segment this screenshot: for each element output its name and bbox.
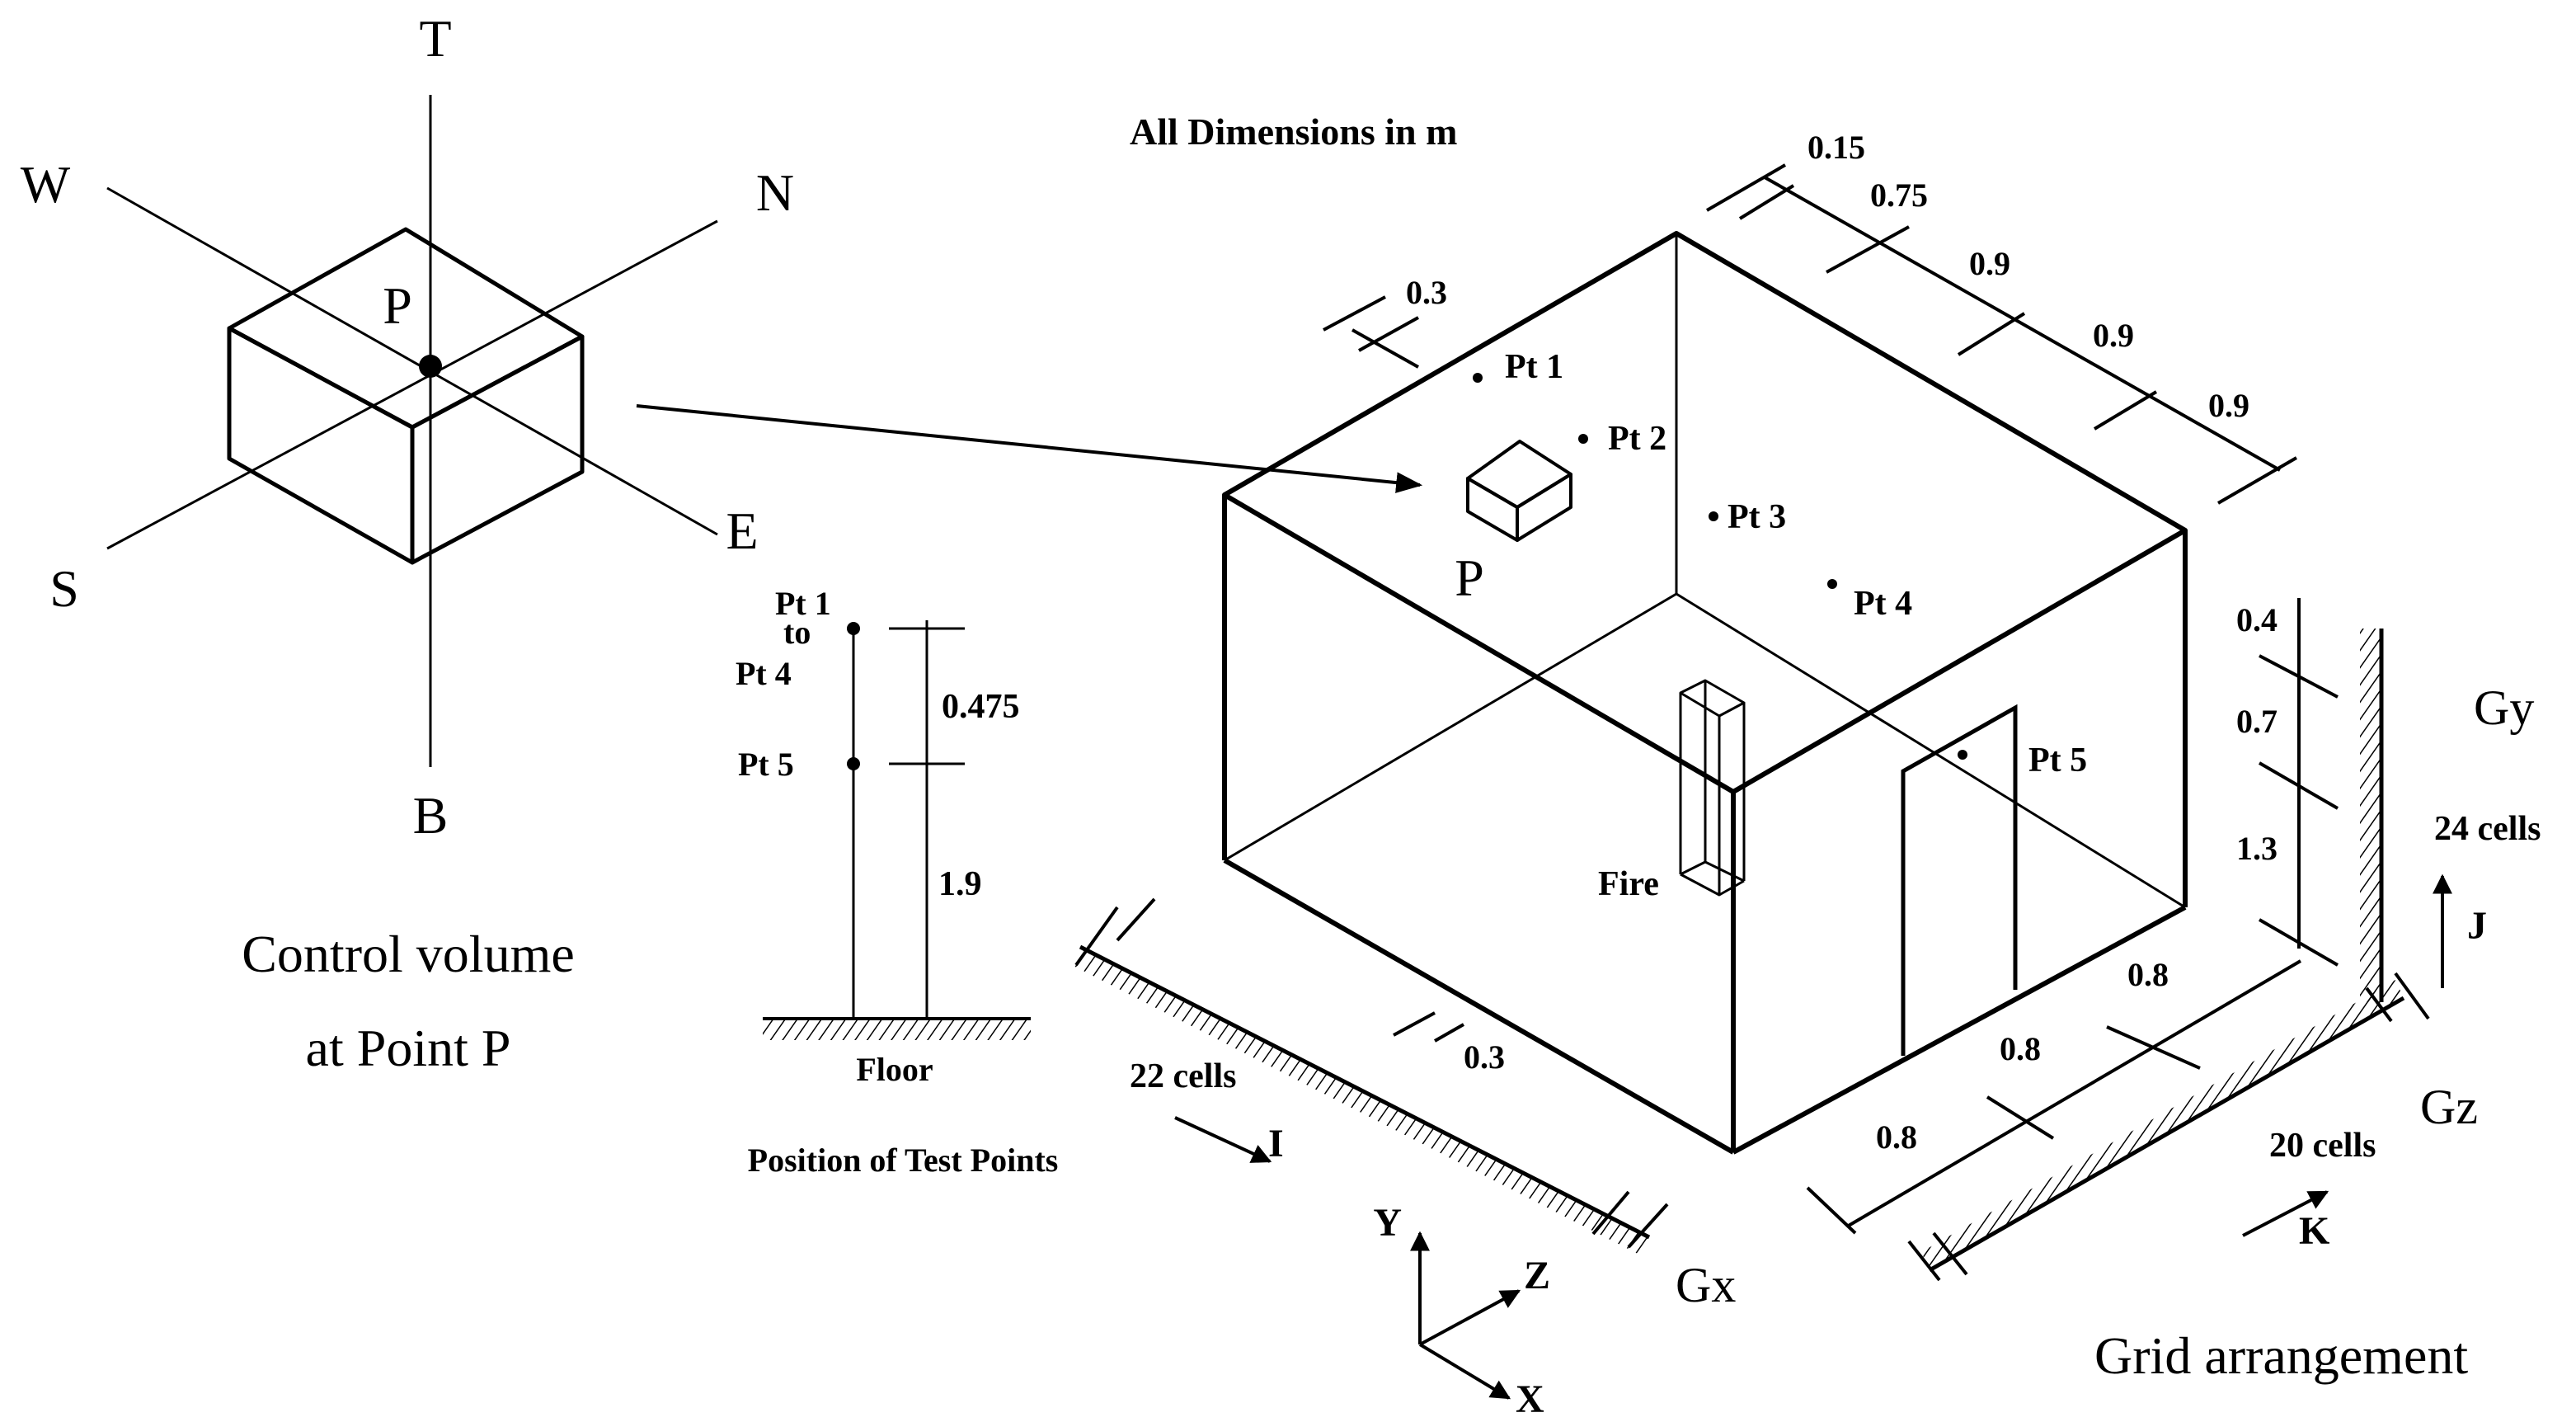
label-pt5: Pt 5 xyxy=(738,746,794,783)
floor-dim-1: 0.8 xyxy=(2127,956,2169,993)
grid-x-line xyxy=(1072,897,1669,1255)
control-volume-axes xyxy=(106,95,718,767)
height-dim-2: 0.7 xyxy=(2236,703,2278,740)
grid-z-line xyxy=(1907,972,2430,1282)
room-cell-label: P xyxy=(1455,549,1484,607)
axis-y-label: Y xyxy=(1373,1201,1402,1245)
room-point-2 xyxy=(1578,434,1588,444)
j-cells-label: 24 cells xyxy=(2434,810,2541,848)
height-dim-3: 1.3 xyxy=(2236,830,2278,867)
control-volume: T B W N E S P Control volume at Point P xyxy=(21,9,794,1077)
k-label: K xyxy=(2299,1209,2329,1253)
fire-column xyxy=(1679,679,1746,897)
floor-label: Floor xyxy=(856,1051,933,1088)
label-p: P xyxy=(383,276,412,335)
dimensions-note: All Dimensions in m xyxy=(1130,111,1457,153)
j-label: J xyxy=(2467,904,2487,948)
k-cells-label: 20 cells xyxy=(2269,1127,2376,1165)
top-dim-4: 0.9 xyxy=(2093,317,2134,354)
top-dim-2: 0.75 xyxy=(1870,177,1928,214)
room-point-label-2: Pt 2 xyxy=(1608,420,1666,458)
grid-gy-label: Gy xyxy=(2474,680,2534,735)
control-volume-caption-2: at Point P xyxy=(306,1019,511,1077)
height-upper: 0.475 xyxy=(942,688,1020,726)
axis-z-label: Z xyxy=(1524,1254,1550,1297)
door xyxy=(1901,704,2018,1056)
room-cell-p xyxy=(1466,440,1572,542)
room-point-5 xyxy=(1958,750,1967,760)
grid-caption: Grid arrangement xyxy=(2094,1326,2468,1385)
i-label: I xyxy=(1268,1122,1284,1165)
left-dim: 0.3 xyxy=(1406,274,1447,311)
grid-lines: Gx Gy Gz 22 cells 24 cells 20 cells I J … xyxy=(1072,629,2541,1385)
top-dim-1: 0.15 xyxy=(1807,129,1865,166)
room-point-label-3: Pt 3 xyxy=(1728,498,1786,536)
height-dim-1: 0.4 xyxy=(2236,601,2278,638)
grid-gz-label: Gz xyxy=(2420,1080,2478,1134)
grid-gx-label: Gx xyxy=(1676,1258,1736,1312)
label-e: E xyxy=(726,501,758,560)
coordinate-axes: Y Z X xyxy=(1373,1201,1550,1421)
control-volume-caption-1: Control volume xyxy=(242,925,575,983)
label-pt4: Pt 4 xyxy=(736,655,792,692)
room-point-label-1: Pt 1 xyxy=(1505,348,1563,386)
x-dimension xyxy=(1393,1011,1464,1043)
label-n: N xyxy=(756,163,794,222)
control-volume-cube xyxy=(227,227,585,565)
room-point-1 xyxy=(1473,373,1483,383)
floor-dimension-line xyxy=(1806,959,2302,1235)
label-b: B xyxy=(413,786,449,845)
point-p-marker xyxy=(419,355,442,378)
room-point-4 xyxy=(1827,579,1837,589)
room-point-3 xyxy=(1709,511,1718,521)
test-point-upper xyxy=(847,622,860,635)
label-pt1: Pt 1 xyxy=(775,585,831,622)
test-point-lower xyxy=(847,757,860,770)
room-outer-edges xyxy=(1222,231,2188,1155)
top-dim-5: 0.9 xyxy=(2208,387,2249,424)
height-dimension-line xyxy=(2258,598,2339,967)
k-arrow xyxy=(2242,1190,2329,1237)
room-point-label-5: Pt 5 xyxy=(2028,742,2087,779)
floor-dim-2: 0.8 xyxy=(2000,1030,2041,1067)
i-arrow xyxy=(1174,1116,1272,1163)
fire-label: Fire xyxy=(1598,865,1659,903)
axis-x-label: X xyxy=(1516,1377,1544,1421)
label-w: W xyxy=(21,155,71,214)
left-dimension xyxy=(1323,295,1419,369)
room-diagram: All Dimensions in m P Pt 1 xyxy=(1130,111,2339,1235)
pointer-arrow xyxy=(636,404,1423,493)
i-cells-label: 22 cells xyxy=(1130,1057,1236,1095)
x-dim: 0.3 xyxy=(1464,1038,1505,1076)
label-to: to xyxy=(783,614,811,651)
label-t: T xyxy=(419,9,451,68)
test-points-caption: Position of Test Points xyxy=(748,1142,1059,1179)
top-dim-3: 0.9 xyxy=(1969,245,2010,282)
room-interior-edges xyxy=(1224,233,2186,909)
grid-y-line xyxy=(2360,629,2384,1002)
label-s: S xyxy=(49,559,79,618)
height-lower: 1.9 xyxy=(938,865,982,903)
floor-dim-3: 0.8 xyxy=(1876,1118,1917,1156)
floor-hatch xyxy=(763,1020,1031,1040)
top-dimension-line xyxy=(1705,163,2298,505)
room-point-label-4: Pt 4 xyxy=(1854,585,1912,623)
test-points-diagram: Pt 1 to Pt 4 Pt 5 0.475 1.9 Floor Positi… xyxy=(736,585,1058,1179)
